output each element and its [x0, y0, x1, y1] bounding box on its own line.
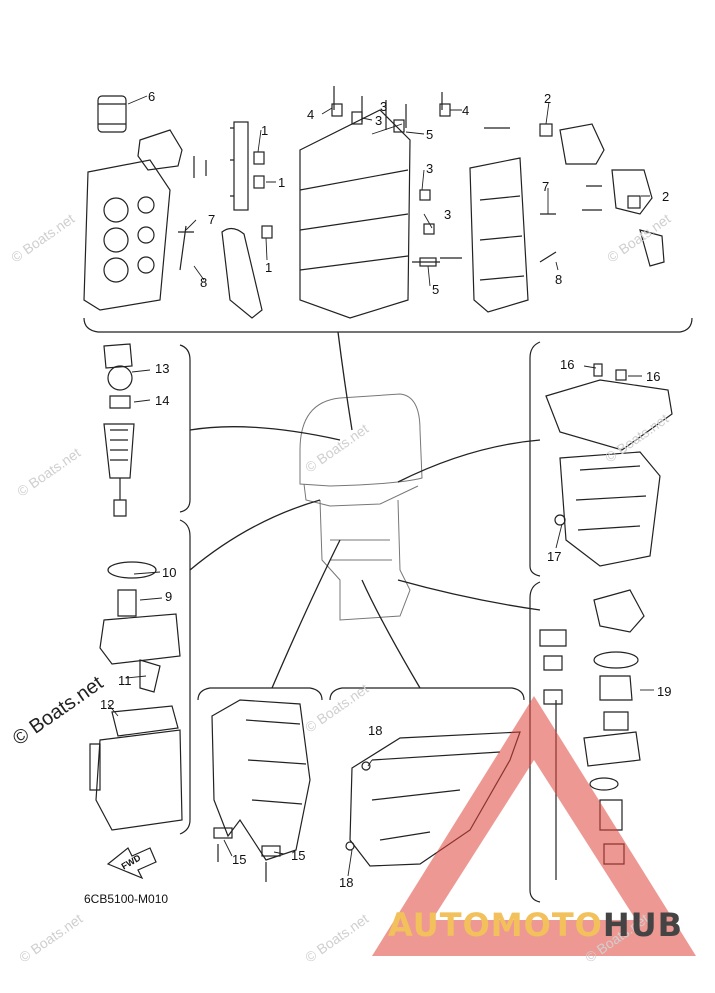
callout-4b: 4	[462, 103, 470, 118]
callout-1b: 1	[278, 175, 286, 190]
crankcase	[299, 109, 411, 319]
callout-13: 13	[155, 361, 170, 376]
oil-pan	[545, 363, 673, 567]
callout-12: 12	[100, 697, 115, 712]
callout-7b: 7	[542, 179, 550, 194]
callout-14: 14	[155, 393, 170, 408]
diagram-code: 6CB5100-M010	[84, 892, 169, 906]
right-bracket-1	[529, 341, 541, 577]
callout-5b: 5	[432, 282, 440, 297]
top-bracket	[83, 317, 693, 333]
callout-8b: 8	[555, 272, 563, 287]
oil-filter	[97, 95, 127, 133]
cylinder-block	[469, 157, 529, 313]
callout-1a: 1	[261, 123, 269, 138]
callout-17: 17	[547, 549, 562, 564]
cylinder-head	[83, 159, 171, 311]
fuel-pump-parts	[103, 343, 135, 517]
callout-4a: 4	[307, 107, 315, 122]
callout-16b: 16	[646, 369, 661, 384]
brand-part-2: HUB	[602, 906, 684, 944]
brand-logo: AUTOMOTOHUB	[388, 906, 683, 944]
callout-2b: 2	[662, 189, 670, 204]
bolts-top	[193, 86, 602, 263]
callout-18a: 18	[368, 723, 383, 738]
gasket-plate	[221, 227, 263, 319]
callout-10: 10	[162, 565, 177, 580]
left-bracket-2	[179, 519, 191, 835]
callout-15a: 15	[232, 852, 247, 867]
motor-leaders	[189, 331, 541, 689]
brand-triangle	[372, 696, 696, 956]
callout-9: 9	[165, 589, 173, 604]
callout-11: 11	[118, 673, 132, 688]
bottom-bracket-1	[197, 687, 323, 701]
callout-3a: 3	[375, 113, 383, 128]
callout-18b: 18	[339, 875, 354, 890]
callout-6: 6	[148, 89, 156, 104]
callout-15b: 15	[291, 848, 306, 863]
callout-8a: 8	[200, 275, 208, 290]
fwd-arrow	[106, 847, 157, 880]
callout-16a: 16	[560, 357, 575, 372]
callout-1c: 1	[265, 260, 273, 275]
callout-5a: 5	[426, 127, 434, 142]
pump-right	[559, 123, 665, 267]
left-bracket-1	[179, 344, 191, 513]
callout-3b: 3	[380, 99, 388, 114]
callout-2a: 2	[544, 91, 552, 106]
callout-3d: 3	[444, 207, 452, 222]
clamp-bracket	[211, 699, 311, 882]
brand-part-1: AUTOMOTO	[388, 906, 603, 944]
callout-7a: 7	[208, 212, 216, 227]
rail-bracket	[230, 121, 249, 211]
callout-leaders	[107, 95, 654, 877]
intake-box	[89, 705, 183, 831]
thermostat-housing	[137, 129, 183, 171]
bottom-bracket-2	[329, 687, 525, 701]
callout-3c: 3	[426, 161, 434, 176]
callout-19: 19	[657, 684, 672, 699]
vapor-separator	[99, 561, 181, 693]
